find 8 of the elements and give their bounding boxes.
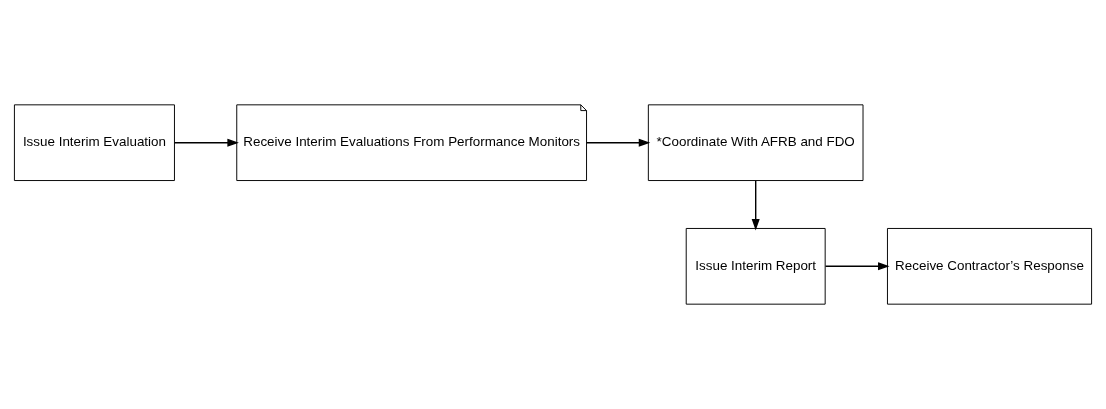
node-box: *Coordinate With AFRB and FDO bbox=[647, 104, 864, 181]
node-box: Issue Interim Report bbox=[685, 228, 826, 305]
node-box: Issue Interim Evaluation bbox=[13, 104, 175, 181]
arrow bbox=[585, 138, 651, 147]
arrow bbox=[824, 262, 890, 271]
arrow bbox=[751, 180, 760, 231]
arrow bbox=[173, 138, 239, 147]
node-box: Receive Contractor’s Response bbox=[887, 228, 1093, 305]
